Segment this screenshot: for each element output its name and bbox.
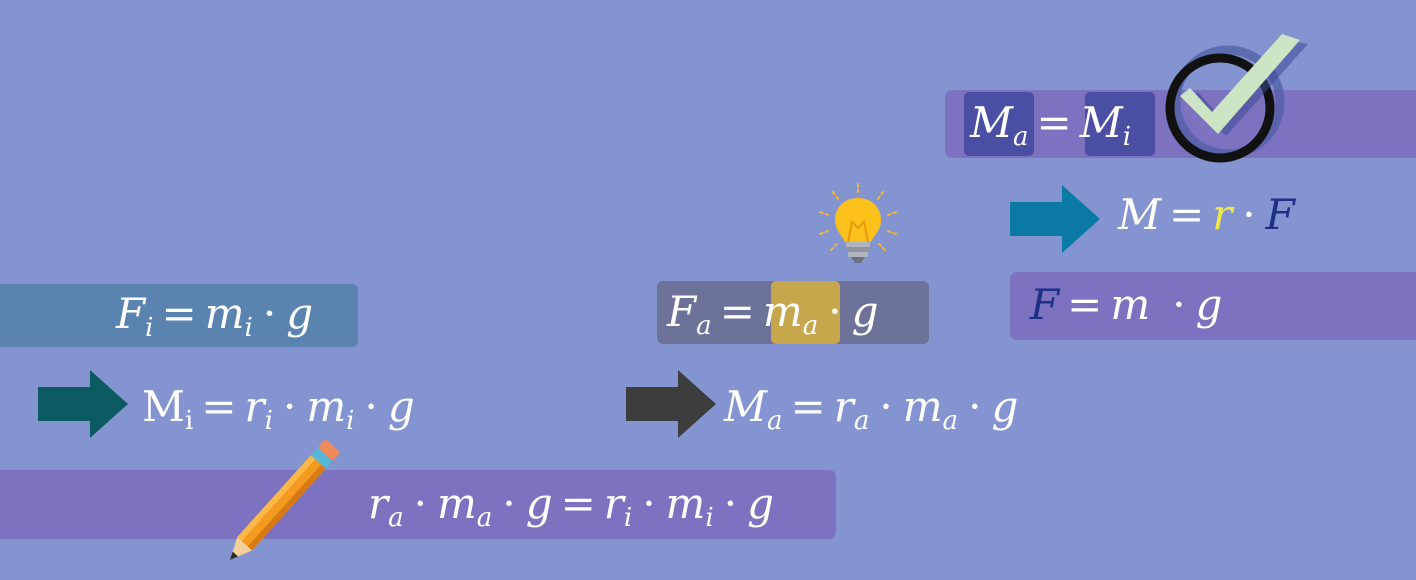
highlight-mi-box — [1085, 92, 1155, 156]
right-arrow-icon — [1010, 185, 1100, 253]
pencil-icon — [230, 440, 340, 560]
right-arrow-icon — [38, 370, 128, 438]
light-bulb-icon — [819, 183, 897, 263]
equation-torque: M=r·F — [1118, 190, 1295, 239]
highlight-ma-box — [964, 92, 1034, 156]
equation-bar-balance — [0, 470, 836, 539]
right-arrow-icon — [626, 370, 716, 438]
equation-force: F=m·g — [1030, 280, 1223, 329]
check-mark-icon — [1165, 34, 1308, 163]
highlight-ma — [771, 281, 840, 344]
equation-ma: Ma=ra·ma·g — [724, 382, 1019, 436]
equation-ma-equals-mi: Ma=Mi — [970, 98, 1132, 152]
equation-fa: Fa=ma·g — [667, 287, 879, 341]
equation-fi: Fi=mi·g — [116, 289, 314, 343]
equation-bar-fi — [0, 284, 358, 347]
equation-balance: ra·ma·g=ri·mi·g — [368, 479, 774, 533]
equation-bar-force — [1010, 272, 1416, 340]
equation-mi: Mi=ri·mi·g — [142, 382, 415, 436]
